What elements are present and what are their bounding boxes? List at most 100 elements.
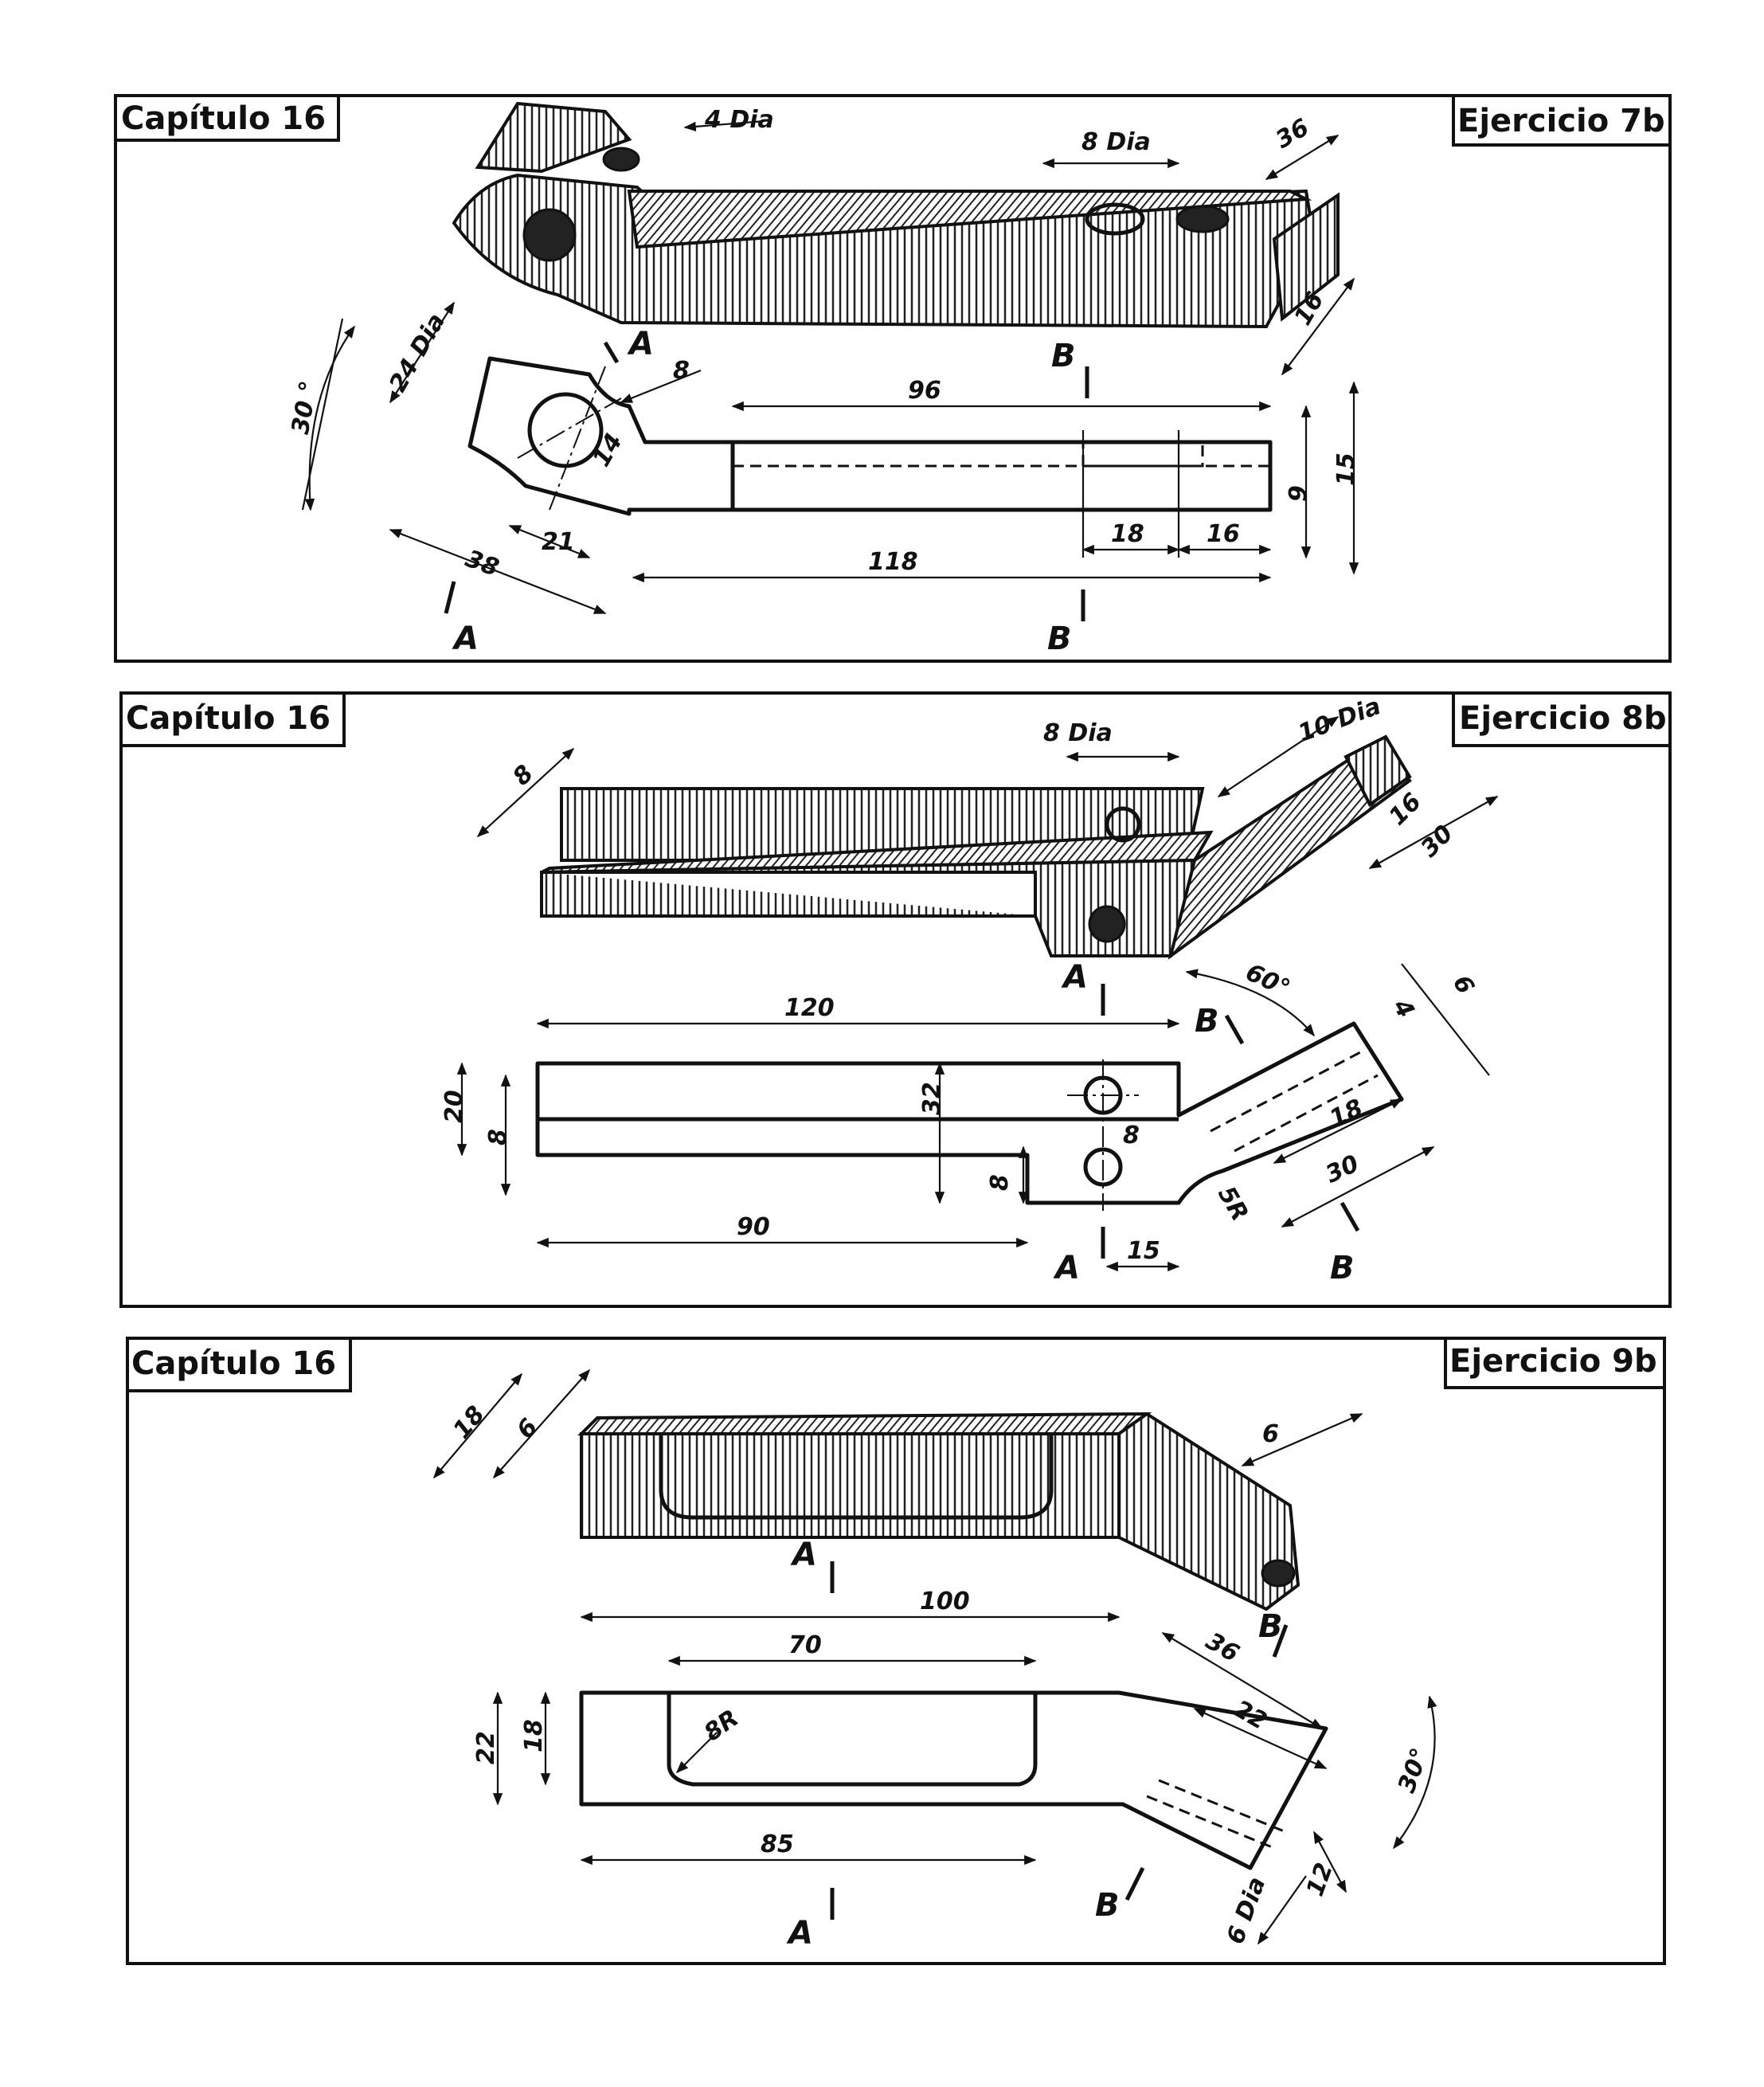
bore-hole xyxy=(522,208,577,262)
dim-label: 14 xyxy=(588,429,628,472)
dim-label: 18 xyxy=(520,1719,548,1752)
dim-label: 120 xyxy=(784,994,835,1022)
dim-line xyxy=(1281,1146,1435,1228)
dim-label: 6 xyxy=(1447,971,1480,1000)
dim-leader xyxy=(620,369,702,404)
section-tick xyxy=(444,581,456,614)
dim-label: 10 Dia xyxy=(1294,692,1384,748)
arm-hole xyxy=(1261,1559,1296,1588)
section-tick xyxy=(1272,1624,1289,1658)
dim-label: 24 Dia xyxy=(384,308,451,397)
isometric-view xyxy=(452,101,1340,329)
dim-label: 38 xyxy=(462,545,503,582)
dim-label: 8 xyxy=(673,357,690,385)
plate-outline xyxy=(579,1690,1328,1870)
dim-label: 6 xyxy=(1262,1420,1279,1448)
dim-line xyxy=(492,1368,591,1479)
dim-label: 18 xyxy=(1111,520,1144,548)
section-tick xyxy=(603,341,620,364)
hidden-line xyxy=(1158,1779,1287,1834)
section-marker: A xyxy=(452,621,479,657)
dim-label: 16 xyxy=(1207,520,1240,548)
exercise-box xyxy=(1452,691,1672,747)
dim-label: 15 xyxy=(1127,1237,1160,1265)
centerline xyxy=(517,397,622,459)
dim-label: 30 xyxy=(1415,820,1458,863)
dim-label: 4 xyxy=(1387,994,1419,1023)
section-marker: A xyxy=(1061,959,1088,996)
dim-line xyxy=(1368,796,1499,869)
dim-label: 5R xyxy=(1212,1182,1254,1227)
section-marker: B xyxy=(1047,621,1072,657)
arm-outline xyxy=(733,440,1273,512)
dim-leader xyxy=(675,1732,718,1774)
hidden-holes xyxy=(1081,441,1204,468)
section-marker: A xyxy=(790,1537,817,1573)
dim-label: 100 xyxy=(920,1588,970,1615)
dim-label: 32 xyxy=(918,1082,946,1115)
dim-label: 30 xyxy=(1321,1149,1363,1188)
section-marker: A xyxy=(786,1915,813,1952)
hole-8dia xyxy=(1085,202,1145,236)
dim-label: 30° xyxy=(1393,1744,1434,1796)
exercise-label: Ejercicio 9b xyxy=(1449,1343,1657,1380)
top-block xyxy=(475,101,632,174)
section-tick xyxy=(1340,1201,1360,1232)
isometric-view xyxy=(540,734,1412,960)
exercise-box xyxy=(1452,94,1672,147)
dim-label: 9 xyxy=(1285,485,1312,502)
exercise-box xyxy=(1444,1337,1666,1389)
dim-line xyxy=(1265,135,1340,180)
section-marker: B xyxy=(1258,1608,1283,1645)
lower-hole xyxy=(1088,905,1126,943)
dim-line xyxy=(476,747,575,838)
small-hole xyxy=(602,147,640,172)
hub-outline xyxy=(467,356,735,516)
dim-line xyxy=(389,301,455,404)
angle-arc xyxy=(1393,1695,1437,1850)
arm-end xyxy=(1344,734,1412,807)
dim-leader xyxy=(683,119,765,132)
section-marker: B xyxy=(1195,1003,1219,1040)
exercise-label: Ejercicio 7b xyxy=(1457,103,1665,139)
dim-label: 85 xyxy=(761,1831,794,1858)
dim-line xyxy=(1281,277,1355,376)
dim-label: 8 xyxy=(1123,1122,1140,1149)
dim-line xyxy=(1193,1707,1328,1770)
dim-label: 90 xyxy=(737,1213,770,1241)
dim-label: 70 xyxy=(788,1631,822,1659)
chapter-box xyxy=(126,1337,352,1392)
dim-label: 22 xyxy=(1229,1695,1272,1736)
dim-label: 4 Dia xyxy=(704,106,774,134)
panel-exercise-7b: Capítulo 16 Ejercicio 7b 4 Dia 8 Dia 36 … xyxy=(114,94,1672,663)
section-tick xyxy=(1224,1014,1245,1045)
orthographic-view xyxy=(579,1690,1328,1870)
chapter-label: Capítulo 16 xyxy=(131,1345,336,1382)
dim-label: 118 xyxy=(868,548,918,576)
dim-label: 21 xyxy=(542,528,575,556)
isometric-view xyxy=(577,1412,1301,1611)
chapter-label: Capítulo 16 xyxy=(126,700,331,737)
dim-label: 12 xyxy=(1301,1859,1339,1900)
bore-circle xyxy=(527,392,604,468)
chapter-label: Capítulo 16 xyxy=(121,100,326,137)
pocket-outline xyxy=(667,1693,1038,1787)
section-marker: A xyxy=(627,326,654,362)
dim-leader xyxy=(1257,1875,1307,1945)
dim-label: 22 xyxy=(472,1731,500,1764)
dim-line xyxy=(389,528,607,615)
dim-line xyxy=(1313,1831,1347,1893)
extension-line xyxy=(1401,963,1490,1076)
pocket xyxy=(659,1434,1054,1520)
centerline xyxy=(549,366,606,511)
hidden-line xyxy=(1146,1795,1275,1850)
dim-line xyxy=(1217,716,1340,797)
arm-top-face xyxy=(627,190,1312,249)
hole-8dia xyxy=(1105,806,1141,843)
chapter-box xyxy=(119,691,346,747)
hole-lower xyxy=(1083,1147,1123,1187)
section-marker: B xyxy=(1330,1250,1355,1286)
plate-top xyxy=(577,1412,1152,1435)
dim-label: 8 Dia xyxy=(1081,128,1151,156)
